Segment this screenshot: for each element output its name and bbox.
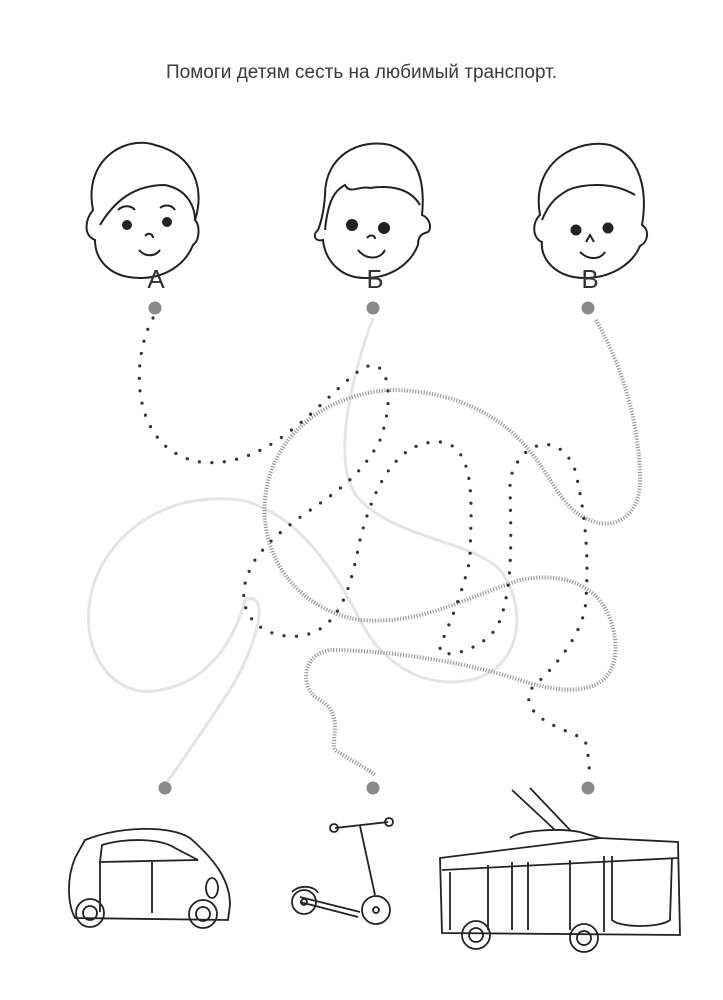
start-dot-a[interactable] <box>148 301 162 315</box>
car-icon[interactable] <box>68 827 231 929</box>
task-title: Помоги детям сесть на любимый транспорт. <box>166 62 557 83</box>
start-dot-v[interactable] <box>581 301 595 315</box>
child-label-a: А <box>147 264 165 294</box>
end-dot-car[interactable] <box>158 781 172 795</box>
scooter-icon[interactable] <box>291 817 394 925</box>
child-label-b: Б <box>366 264 384 294</box>
trolleybus-icon[interactable] <box>439 787 681 953</box>
child-label-v: В <box>581 264 599 294</box>
path-b-to-car[interactable] <box>87 317 519 786</box>
child-a-face-icon <box>85 141 200 280</box>
start-dot-b[interactable] <box>366 301 380 315</box>
child-v-face-icon <box>533 142 648 280</box>
end-dot-trolleybus[interactable] <box>581 781 595 795</box>
end-dot-scooter[interactable] <box>366 781 380 795</box>
path-v-to-scooter[interactable] <box>262 319 643 777</box>
child-b-face-icon <box>313 142 431 280</box>
